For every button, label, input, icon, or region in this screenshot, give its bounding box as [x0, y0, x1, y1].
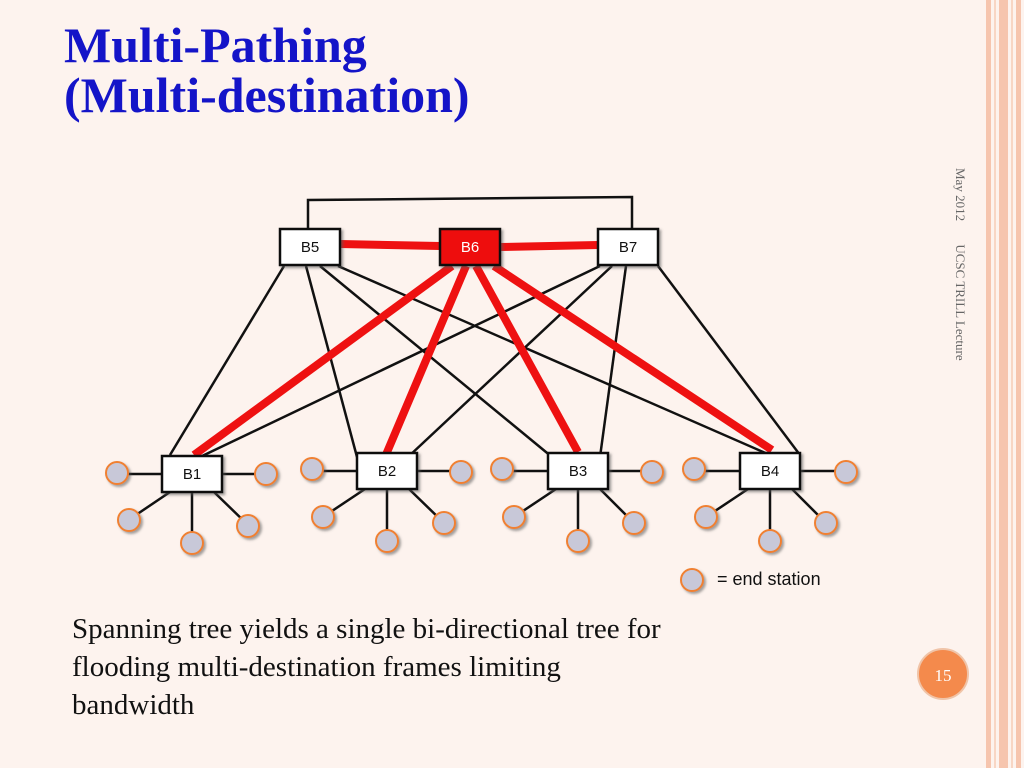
caption-line-3: bandwidth	[72, 689, 195, 721]
end-station-icon	[449, 460, 473, 484]
tree-link-b5-b6	[339, 240, 441, 250]
bridge-b7: B7	[596, 227, 660, 267]
caption: Spanning tree yields a single bi-directi…	[72, 610, 892, 724]
page-number-badge: 15	[917, 648, 969, 700]
link-b7-b1	[199, 264, 601, 459]
bridge-b4-label: B4	[761, 463, 779, 480]
legend-end-station-icon	[680, 568, 704, 592]
end-station-icon	[502, 505, 526, 529]
bridge-b5-label: B5	[301, 239, 319, 256]
bridge-b6-label: B6	[461, 239, 479, 256]
end-station-icon	[682, 457, 706, 481]
end-station-icon	[640, 460, 664, 484]
title-line-2: (Multi-destination)	[64, 67, 470, 123]
end-station-icon	[300, 457, 324, 481]
caption-line-1: Spanning tree yields a single bi-directi…	[72, 613, 661, 645]
link-b5-b7-top	[306, 195, 634, 230]
tree-link-b6-b2	[381, 264, 470, 459]
bridge-b3: B3	[546, 451, 610, 491]
tree-link-b6-b7	[499, 241, 599, 251]
end-station-icon	[490, 457, 514, 481]
caption-line-2: flooding multi-destination frames limiti…	[72, 651, 561, 683]
decorative-stripes	[984, 0, 1024, 768]
bridge-b2: B2	[355, 451, 419, 491]
link-b5-b2	[304, 265, 359, 458]
end-station-icon	[105, 461, 129, 485]
end-station-icon	[622, 511, 646, 535]
mesh-links	[168, 264, 801, 459]
link-b7-b3	[598, 265, 628, 458]
slide-title: Multi-Pathing (Multi-destination)	[64, 20, 884, 120]
link-b7-b4	[657, 265, 801, 456]
end-station-icon	[117, 508, 141, 532]
link-b5-b3	[319, 265, 553, 458]
tree-link-b6-b4	[491, 262, 775, 454]
end-station-icon	[180, 531, 204, 555]
end-station-icon	[236, 514, 260, 538]
bridge-b2-label: B2	[378, 463, 396, 480]
bridge-b7-label: B7	[619, 239, 637, 256]
legend-label: = end station	[717, 569, 821, 589]
end-station-icon	[375, 529, 399, 553]
end-station-icon	[758, 529, 782, 553]
end-station-circles	[105, 457, 858, 592]
bridge-b4: B4	[738, 451, 802, 491]
bridge-b5: B5	[278, 227, 342, 267]
tree-link-b6-b3	[472, 264, 582, 454]
spanning-tree-links	[191, 240, 775, 459]
end-station-icon	[566, 529, 590, 553]
link-b7-b2	[407, 265, 613, 458]
tree-link-b6-b1	[191, 262, 455, 459]
bridge-b3-label: B3	[569, 463, 587, 480]
end-station-icon	[694, 505, 718, 529]
end-station-icon	[254, 462, 278, 486]
end-station-icon	[311, 505, 335, 529]
end-station-icon	[432, 511, 456, 535]
bridge-b6: B6	[438, 227, 502, 267]
link-b5-b1	[168, 265, 286, 456]
end-station-icon	[834, 460, 858, 484]
bridge-b1: B1	[160, 454, 224, 494]
end-station-icon	[814, 511, 838, 535]
title-line-1: Multi-Pathing	[64, 17, 367, 73]
bridge-b1-label: B1	[183, 466, 201, 483]
